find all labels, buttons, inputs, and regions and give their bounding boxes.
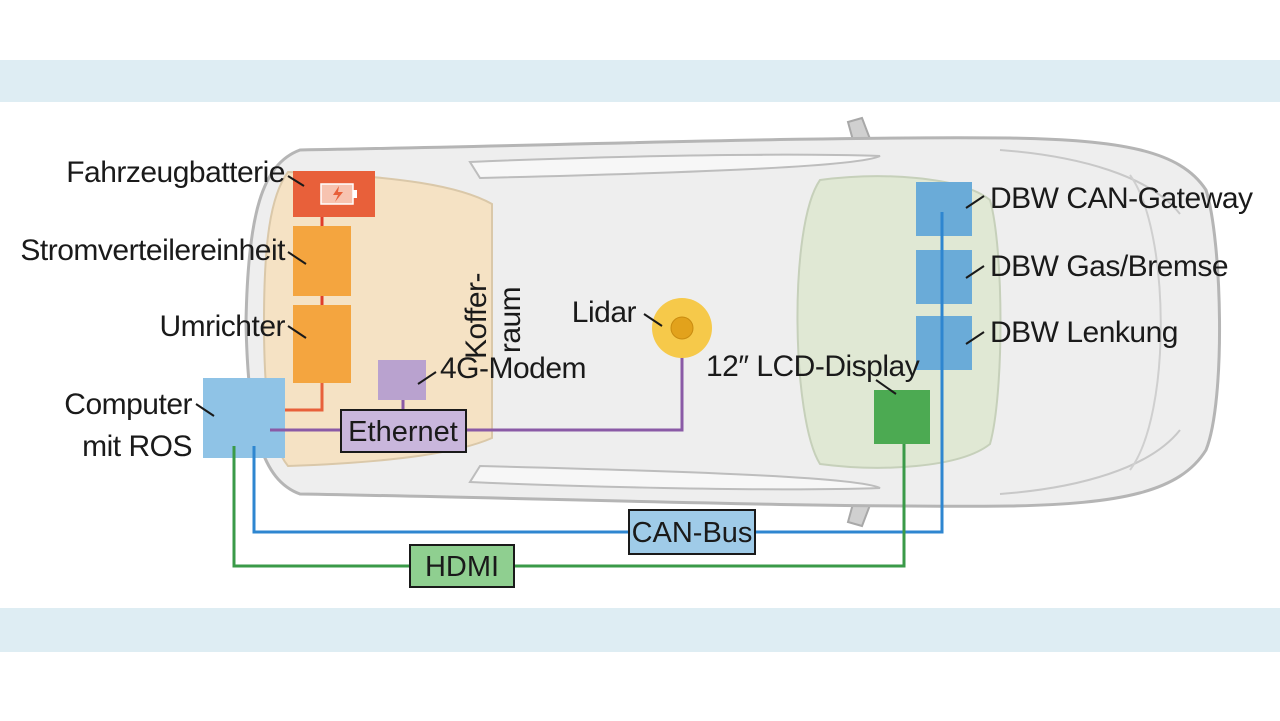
dbw-gateway-label: DBW CAN-Gateway: [990, 182, 1253, 215]
power-link-computer: [270, 383, 324, 412]
pointer-modem: [417, 371, 437, 385]
bottom-band: [0, 608, 1280, 652]
dbw-throttle-brake-label: DBW Gas/Bremse: [990, 250, 1228, 283]
computer-box: [203, 378, 285, 458]
hood-line-mid: [1129, 174, 1162, 471]
inverter-label: Umrichter: [159, 310, 285, 343]
can-bus-label: CAN-Bus: [632, 517, 753, 549]
trunk-label: Koffer- raum: [460, 273, 527, 359]
hdmi-label: HDMI: [425, 551, 499, 583]
power-distribution-label: Stromverteilereinheit: [20, 234, 286, 267]
pointer-lidar: [643, 313, 663, 327]
trunk-label-line1: Koffer-: [460, 273, 493, 359]
pointer-display: [875, 379, 897, 395]
ethernet-tag: Ethernet: [340, 409, 467, 453]
trunk-label-line2: raum: [494, 287, 527, 353]
pointer-inverter: [287, 325, 307, 339]
side-window-bottom: [468, 464, 881, 491]
side-window-top: [468, 153, 881, 180]
dbw-steering-box: [916, 316, 972, 370]
lidar-core: [670, 316, 694, 340]
dbw-throttle-brake-box: [916, 250, 972, 304]
battery-label: Fahrzeugbatterie: [66, 156, 285, 189]
pointer-dbw-throttle: [965, 265, 985, 279]
lidar-label: Lidar: [572, 296, 637, 329]
pointer-dbw-gateway: [965, 195, 985, 209]
hood-line-bottom: [999, 429, 1181, 495]
modem-box: [378, 360, 426, 400]
dbw-gateway-box: [916, 182, 972, 236]
ethernet-line-lidar: [466, 330, 684, 432]
battery-icon: [320, 183, 357, 205]
can-bus-line: [252, 212, 944, 534]
hdmi-tag: HDMI: [409, 544, 515, 588]
pointer-power-distribution: [287, 251, 307, 265]
modem-label: 4G-Modem: [440, 352, 586, 385]
inverter-box: [293, 305, 351, 383]
computer-label-line2: mit ROS: [82, 430, 192, 463]
hdmi-line: [232, 432, 906, 568]
hood-line-top: [999, 149, 1181, 215]
display-box: [874, 390, 930, 444]
pointer-battery: [287, 175, 305, 187]
dbw-steering-label: DBW Lenkung: [990, 316, 1178, 349]
pointer-computer: [195, 403, 215, 417]
top-band: [0, 60, 1280, 102]
ethernet-label: Ethernet: [348, 416, 458, 448]
can-bus-tag: CAN-Bus: [628, 509, 756, 555]
display-label: 12″ LCD-Display: [706, 350, 920, 383]
pointer-dbw-steering: [965, 331, 985, 345]
computer-label-line1: Computer: [64, 388, 192, 421]
